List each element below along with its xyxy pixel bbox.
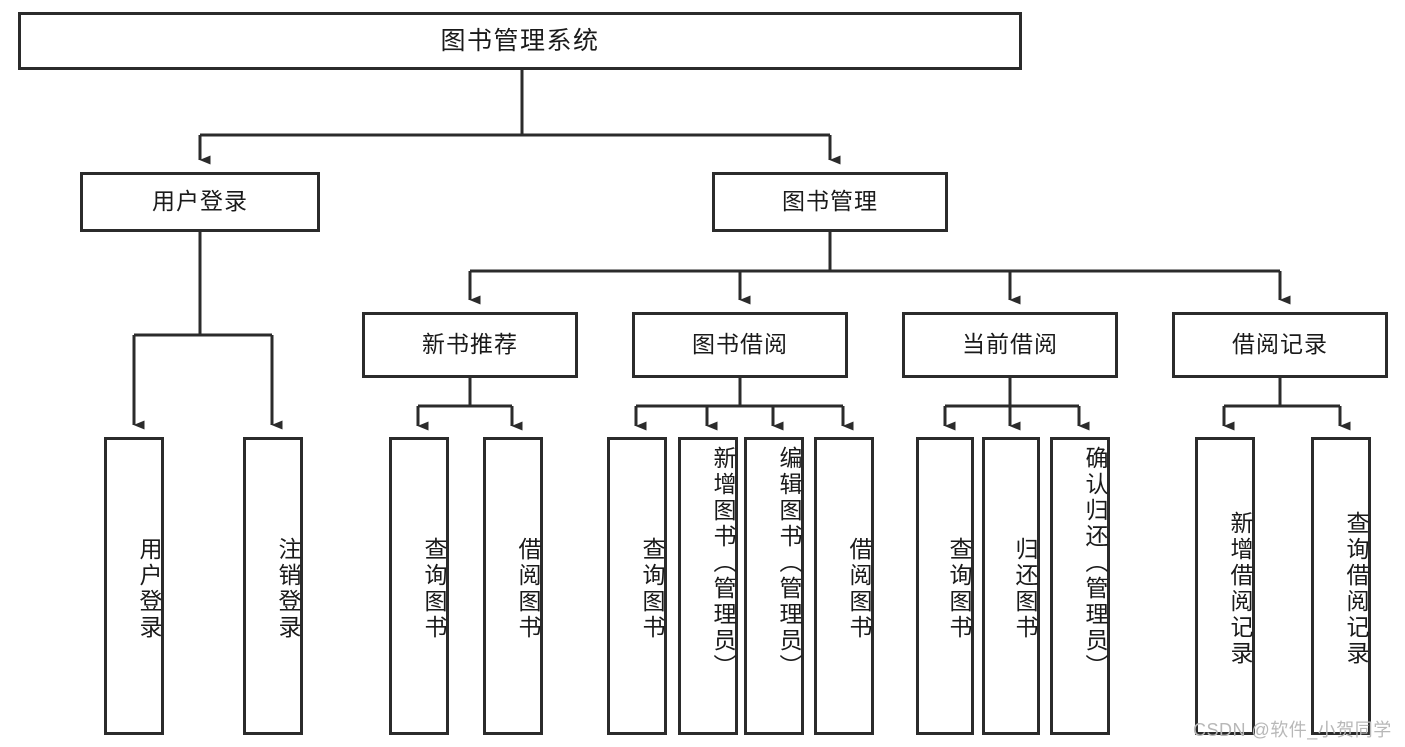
node-label: 借阅图书: [846, 537, 872, 641]
node-leaf-query-book-2[interactable]: 查询图书: [607, 437, 667, 735]
node-leaf-confirm-return[interactable]: 确认归还（管理员）: [1050, 437, 1110, 735]
node-label: 图书借阅: [692, 331, 788, 358]
node-leaf-borrow-book-2[interactable]: 借阅图书: [814, 437, 874, 735]
node-leaf-query-book-1[interactable]: 查询图书: [389, 437, 449, 735]
node-root-book-management-system[interactable]: 图书管理系统: [18, 12, 1022, 70]
node-book-management[interactable]: 图书管理: [712, 172, 948, 232]
node-leaf-add-record[interactable]: 新增借阅记录: [1195, 437, 1255, 735]
node-current-borrow[interactable]: 当前借阅: [902, 312, 1118, 378]
node-label: 用户登录: [152, 188, 248, 215]
node-label: 注销登录: [275, 537, 301, 641]
node-leaf-borrow-book-1[interactable]: 借阅图书: [483, 437, 543, 735]
node-label: 归还图书: [1012, 537, 1038, 641]
node-label: 当前借阅: [962, 331, 1058, 358]
node-leaf-return-book[interactable]: 归还图书: [982, 437, 1040, 735]
node-book-borrow[interactable]: 图书借阅: [632, 312, 848, 378]
node-user-login[interactable]: 用户登录: [80, 172, 320, 232]
node-label: 查询图书: [946, 537, 972, 641]
node-borrow-record[interactable]: 借阅记录: [1172, 312, 1388, 378]
node-label: 图书管理: [782, 188, 878, 215]
node-label: 确认归还（管理员）: [1082, 446, 1108, 680]
node-label: 用户登录: [136, 537, 162, 641]
node-new-book-recommend[interactable]: 新书推荐: [362, 312, 578, 378]
node-label: 新增图书（管理员）: [710, 446, 736, 680]
node-label: 查询图书: [639, 537, 665, 641]
node-leaf-user-logout[interactable]: 注销登录: [243, 437, 303, 735]
node-label: 查询图书: [421, 537, 447, 641]
node-leaf-query-record[interactable]: 查询借阅记录: [1311, 437, 1371, 735]
node-label: 图书管理系统: [440, 27, 600, 55]
node-leaf-query-book-3[interactable]: 查询图书: [916, 437, 974, 735]
node-label: 新书推荐: [422, 331, 518, 358]
node-label: 借阅图书: [515, 537, 541, 641]
node-leaf-add-book[interactable]: 新增图书（管理员）: [678, 437, 738, 735]
node-label: 查询借阅记录: [1343, 511, 1369, 667]
node-leaf-user-login[interactable]: 用户登录: [104, 437, 164, 735]
node-label: 编辑图书（管理员）: [776, 446, 802, 680]
node-label: 新增借阅记录: [1227, 511, 1253, 667]
node-leaf-edit-book[interactable]: 编辑图书（管理员）: [744, 437, 804, 735]
node-label: 借阅记录: [1232, 331, 1328, 358]
